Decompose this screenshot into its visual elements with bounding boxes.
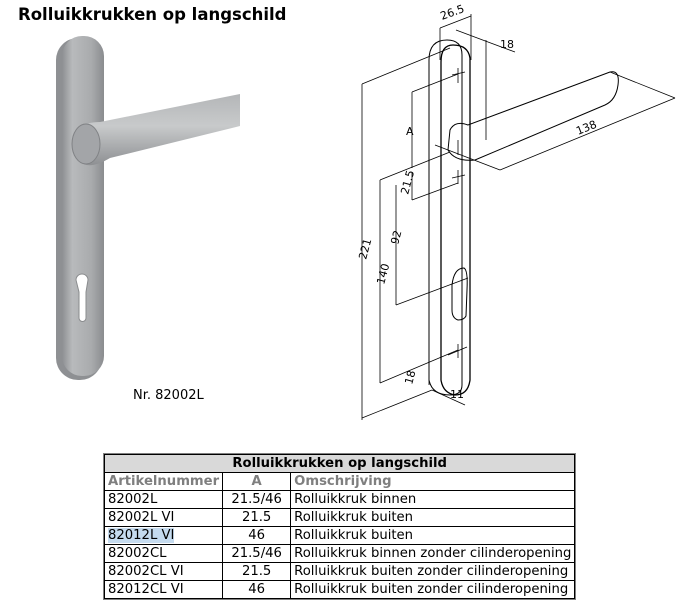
cell-a[interactable]: 21.5 <box>222 508 292 527</box>
table-row: 82002CL 21.5/46 Rolluikkruk binnen zonde… <box>103 544 576 563</box>
table-row: 82002CL VI 21.5 Rolluikkruk buiten zonde… <box>103 562 576 581</box>
cell-artikelnummer[interactable]: 82002L VI <box>103 508 224 527</box>
header-artikelnummer: Artikelnummer <box>103 472 224 491</box>
table-row: 82002L 21.5/46 Rolluikkruk binnen <box>103 490 576 509</box>
technical-drawing: 26.5 18 138 A 21.5 92 140 221 18 11 <box>356 2 676 420</box>
table-caption-row: Rolluikkrukken op langschild <box>103 454 576 473</box>
cell-artikelnummer[interactable]: 82002CL <box>103 544 224 563</box>
spec-table: Rolluikkrukken op langschild Artikelnumm… <box>102 453 577 600</box>
cell-omschrijving[interactable]: Rolluikkruk binnen zonder cilinderopenin… <box>290 544 576 563</box>
header-omschrijving: Omschrijving <box>290 472 576 491</box>
svg-text:18: 18 <box>500 38 514 51</box>
table-header-row: Artikelnummer A Omschrijving <box>103 472 576 491</box>
svg-text:221: 221 <box>356 237 374 261</box>
cell-omschrijving[interactable]: Rolluikkruk buiten zonder cilinderopenin… <box>290 562 576 581</box>
cell-omschrijving[interactable]: Rolluikkruk binnen <box>290 490 576 509</box>
svg-text:138: 138 <box>574 118 598 138</box>
cell-a[interactable]: 21.5 <box>222 562 292 581</box>
svg-text:11: 11 <box>450 388 464 401</box>
cell-artikelnummer[interactable]: 82012CL VI <box>103 580 224 599</box>
cell-a[interactable]: 21.5/46 <box>222 490 292 509</box>
svg-text:21.5: 21.5 <box>398 169 417 196</box>
svg-text:A: A <box>406 125 414 138</box>
cell-a[interactable]: 21.5/46 <box>222 544 292 563</box>
cell-a[interactable]: 46 <box>222 526 292 545</box>
cell-omschrijving[interactable]: Rolluikkruk buiten <box>290 508 576 527</box>
svg-text:92: 92 <box>388 229 404 246</box>
cell-artikelnummer[interactable]: 82002CL VI <box>103 562 224 581</box>
svg-text:140: 140 <box>374 262 392 286</box>
header-a: A <box>222 472 292 491</box>
table-row: 82012L VI 46 Rolluikkruk buiten <box>103 526 576 545</box>
cell-omschrijving[interactable]: Rolluikkruk buiten zonder cilinderopenin… <box>290 580 576 599</box>
product-photo <box>56 36 240 380</box>
table-caption: Rolluikkrukken op langschild <box>103 454 576 473</box>
photo-caption: Nr. 82002L <box>133 388 204 403</box>
cell-artikelnummer[interactable]: 82002L <box>103 490 224 509</box>
table-row: 82002L VI 21.5 Rolluikkruk buiten <box>103 508 576 527</box>
table-row: 82012CL VI 46 Rolluikkruk buiten zonder … <box>103 580 576 599</box>
selected-text[interactable]: 82012L VI <box>108 528 175 543</box>
cell-omschrijving[interactable]: Rolluikkruk buiten <box>290 526 576 545</box>
cell-artikelnummer-selected[interactable]: 82012L VI <box>103 526 224 545</box>
cell-a[interactable]: 46 <box>222 580 292 599</box>
page-title: Rolluikkrukken op langschild <box>18 5 287 24</box>
svg-text:18: 18 <box>402 369 418 386</box>
